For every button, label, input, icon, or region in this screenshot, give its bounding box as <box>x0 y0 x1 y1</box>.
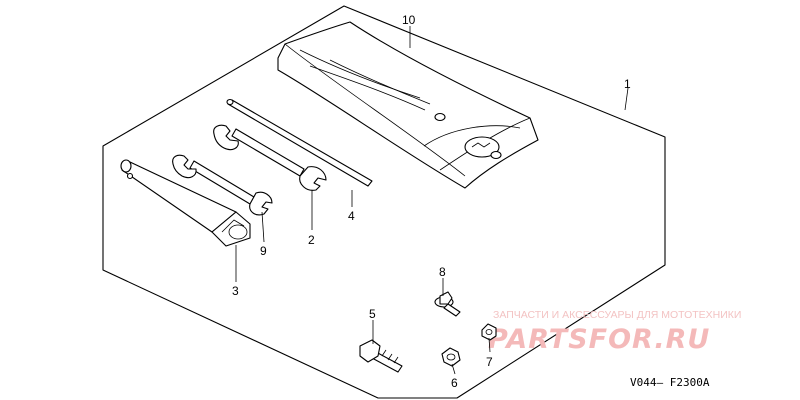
callout-6: 6 <box>451 376 458 390</box>
callout-5: 5 <box>369 307 376 321</box>
callout-9: 9 <box>260 244 267 258</box>
watermark-brand: PARTSFOR.RU <box>488 324 710 355</box>
callout-2: 2 <box>308 233 315 247</box>
bolt <box>359 339 403 373</box>
small-nut <box>481 323 497 341</box>
leader-lines <box>235 26 629 375</box>
callout-4: 4 <box>348 209 355 223</box>
flange-bolt <box>434 291 461 317</box>
callout-10: 10 <box>402 13 416 27</box>
wrench-large <box>213 124 327 191</box>
kit-outline <box>102 5 666 399</box>
tool-bag <box>277 21 539 189</box>
callout-8: 8 <box>439 265 446 279</box>
callout-3: 3 <box>232 284 239 298</box>
callout-7: 7 <box>486 355 493 369</box>
callout-1: 1 <box>624 77 631 91</box>
drawing-code: V044– F2300A <box>630 376 710 389</box>
spark-plug-wrench <box>120 159 251 247</box>
wrench-small <box>172 154 273 216</box>
watermark-tagline: ЗАПЧАСТИ И АКСЕССУАРЫ ДЛЯ МОТОТЕХНИКИ <box>493 309 741 321</box>
nut <box>441 347 461 367</box>
screwdriver-rod <box>226 98 373 187</box>
